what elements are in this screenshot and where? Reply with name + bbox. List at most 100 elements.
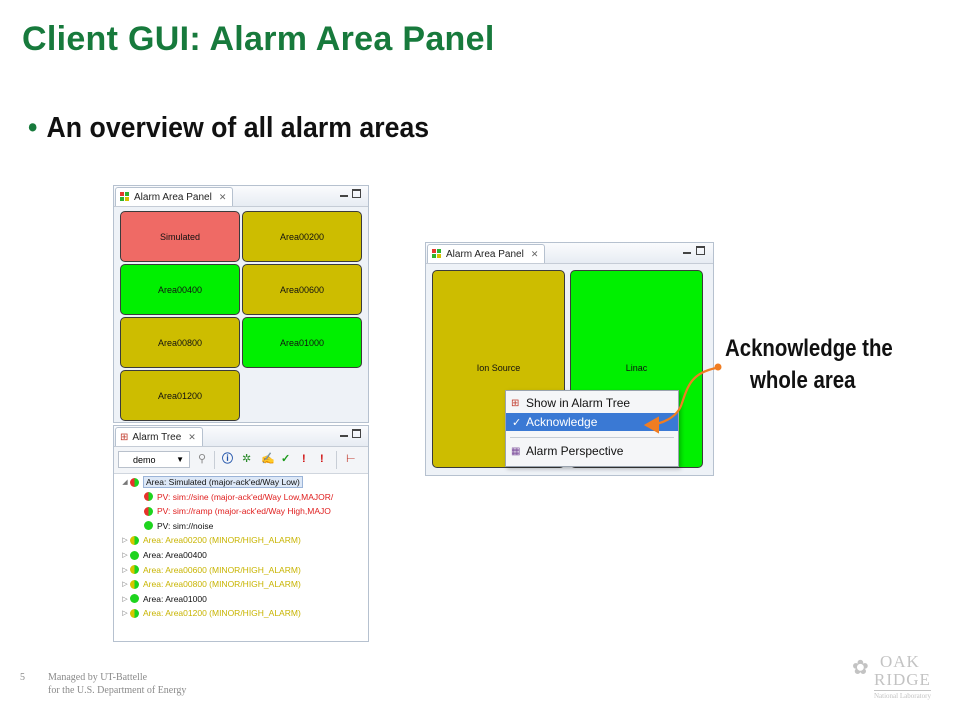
alarm-severity-icon (144, 521, 153, 531)
minimize-icon[interactable] (340, 429, 348, 439)
tree-row[interactable]: ▷ Area: Area01200 (MINOR/HIGH_ALARM) (120, 606, 301, 620)
collapsed-twisty-icon[interactable]: ▷ (122, 610, 128, 618)
tree-tabbar: ⊞ Alarm Tree ✕ (114, 426, 368, 447)
tree-row[interactable]: ▷ Area: Area00800 (MINOR/HIGH_ALARM) (120, 577, 301, 591)
filter-icon[interactable]: ⚲ (198, 453, 207, 465)
config-combo-value: demo (133, 454, 156, 465)
area-tile-area00400[interactable]: Area00400 (120, 264, 240, 315)
alarm-exclaim-icon[interactable]: ! (320, 453, 324, 465)
tree-row-label: PV: sim://sine (major-ack'ed/Way Low,MAJ… (157, 491, 334, 502)
menu-item-show-in-alarm-tree[interactable]: ⊞ Show in Alarm Tree (506, 394, 678, 412)
slide-title: Client GUI: Alarm Area Panel (22, 20, 495, 58)
alarm-tree-icon: ⊞ (120, 431, 129, 443)
tab-label: Alarm Area Panel (134, 191, 212, 203)
alarm-severity-icon (130, 579, 139, 589)
tab-label: Alarm Area Panel (446, 248, 524, 260)
tree-row[interactable]: ▷ Area: Area00400 (120, 548, 207, 562)
area-tile-simulated[interactable]: Simulated (120, 211, 240, 262)
menu-separator (510, 437, 674, 438)
tree-row-label: PV: sim://ramp (major-ack'ed/Way High,MA… (157, 506, 331, 517)
maximize-icon[interactable] (696, 246, 705, 257)
alarm-severity-icon (130, 477, 139, 487)
close-icon[interactable]: ✕ (218, 191, 227, 202)
tree-row[interactable]: ▷ Area: Area01000 (120, 592, 207, 606)
check-icon: ✓ (512, 416, 522, 429)
tree-row-label: Area: Simulated (major-ack'ed/Way Low) (143, 476, 303, 488)
perspective-icon: ▦ (511, 445, 521, 457)
collapsed-twisty-icon[interactable]: ▷ (122, 537, 128, 545)
tree-row[interactable]: ▷ Area: Area00600 (MINOR/HIGH_ALARM) (120, 563, 301, 577)
logo-oak: OAK (880, 652, 920, 671)
tab-alarm-tree[interactable]: ⊞ Alarm Tree ✕ (115, 427, 203, 446)
tree-row[interactable]: ◢ Area: Simulated (major-ack'ed/Way Low) (120, 475, 303, 489)
expanded-twisty-icon[interactable]: ◢ (122, 479, 128, 486)
menu-item-alarm-perspective[interactable]: ▦ Alarm Perspective (506, 442, 678, 460)
hand-icon[interactable]: ✍ (261, 453, 275, 465)
tab-alarm-area-panel[interactable]: Alarm Area Panel ✕ (115, 187, 234, 206)
collapsed-twisty-icon[interactable]: ▷ (122, 581, 128, 589)
alarm-tree-icon: ⊞ (511, 397, 520, 409)
tree-row[interactable]: PV: sim://sine (major-ack'ed/Way Low,MAJ… (144, 490, 333, 504)
collapsed-twisty-icon[interactable]: ▷ (122, 595, 128, 603)
maximize-icon[interactable] (352, 189, 361, 200)
annotation-line2: whole area (750, 367, 856, 394)
alarm-tree-toolbar: demo ▼ ⚲ ⓘ ✲ ✍ ✓ ! ! ⊢ (114, 447, 368, 474)
area-tile-area01000[interactable]: Area01000 (242, 317, 362, 368)
close-icon[interactable]: ✕ (530, 248, 539, 259)
alarm-severity-icon (130, 608, 139, 618)
bullet-text: An overview of all alarm areas (46, 112, 430, 144)
tree-row-label: Area: Area01000 (143, 593, 207, 604)
minimize-icon[interactable] (340, 189, 348, 199)
tree-row-label: PV: sim://noise (157, 520, 214, 531)
tree-row-label: Area: Area00800 (MINOR/HIGH_ALARM) (143, 579, 301, 590)
alarm-severity-icon (130, 594, 139, 604)
tree-row-label: Area: Area00200 (MINOR/HIGH_ALARM) (143, 535, 301, 546)
tree-row-label: Area: Area00400 (143, 550, 207, 560)
collapsed-twisty-icon[interactable]: ▷ (122, 552, 128, 559)
area-tile-area01200[interactable]: Area01200 (120, 370, 240, 421)
area-panel-icon (432, 249, 442, 259)
left-panel-tabbar: Alarm Area Panel ✕ (114, 186, 368, 207)
area-tile-area00600[interactable]: Area00600 (242, 264, 362, 315)
menu-item-label: Acknowledge (526, 415, 598, 429)
tree-icon[interactable]: ⊢ (346, 453, 356, 465)
tree-row[interactable]: PV: sim://ramp (major-ack'ed/Way High,MA… (144, 504, 331, 518)
area-tile-area00200[interactable]: Area00200 (242, 211, 362, 262)
alarm-severity-icon (130, 535, 139, 545)
alarm-red-icon[interactable]: ! (302, 453, 306, 465)
logo-lab: National Laboratory (874, 690, 931, 700)
bullet-icon: • (28, 112, 38, 144)
menu-item-label: Alarm Perspective (526, 444, 624, 458)
tab-alarm-area-panel[interactable]: Alarm Area Panel ✕ (427, 244, 546, 263)
tab-label: Alarm Tree (132, 431, 182, 443)
tree-row-label: Area: Area00600 (MINOR/HIGH_ALARM) (143, 564, 301, 575)
config-combo[interactable]: demo ▼ (118, 451, 190, 468)
right-panel-tabbar: Alarm Area Panel ✕ (426, 243, 713, 264)
leaf-icon: ✿ (852, 657, 869, 679)
close-icon[interactable]: ✕ (188, 431, 196, 442)
annotation-line1: Acknowledge the (725, 335, 893, 362)
alarm-severity-icon (130, 565, 139, 575)
annotation-arrow (643, 363, 722, 434)
tree-row[interactable]: ▷ Area: Area00200 (MINOR/HIGH_ALARM) (120, 533, 301, 547)
minimize-icon[interactable] (683, 246, 691, 256)
gear-icon[interactable]: ✲ (242, 453, 252, 465)
menu-item-acknowledge[interactable]: ✓ Acknowledge (506, 413, 678, 431)
check-icon[interactable]: ✓ (281, 453, 291, 465)
tree-row[interactable]: PV: sim://noise (144, 519, 213, 533)
tree-row-label: Area: Area01200 (MINOR/HIGH_ALARM) (143, 608, 301, 619)
footer-line1: Managed by UT-Battelle (48, 672, 148, 683)
alarm-severity-icon (144, 506, 153, 516)
footer-line2: for the U.S. Department of Energy (48, 685, 187, 696)
logo-ridge: RIDGE (874, 670, 931, 689)
info-icon[interactable]: ⓘ (222, 453, 233, 465)
alarm-severity-icon (144, 492, 153, 502)
alarm-severity-icon (130, 550, 139, 560)
menu-item-label: Show in Alarm Tree (526, 396, 631, 410)
collapsed-twisty-icon[interactable]: ▷ (122, 566, 128, 574)
area-tile-area00800[interactable]: Area00800 (120, 317, 240, 368)
bullet-point: •An overview of all alarm areas (28, 112, 429, 145)
area-panel-icon (120, 192, 130, 202)
maximize-icon[interactable] (352, 429, 361, 440)
